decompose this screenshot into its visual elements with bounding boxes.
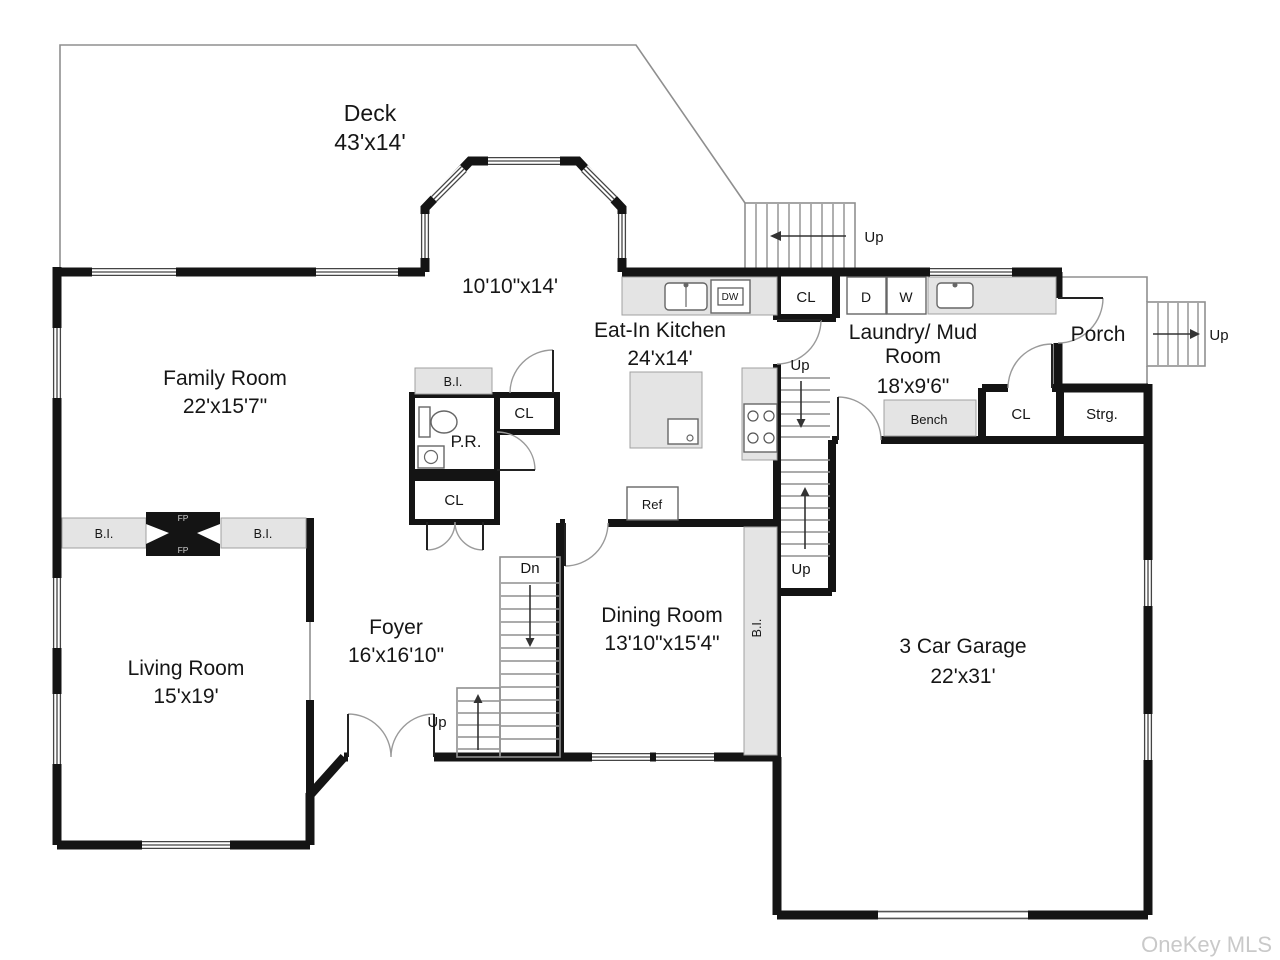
dining-room-dims: 13'10"x15'4" [604,632,719,655]
laundry-dims: 18'x9'6" [877,375,950,398]
laundry-sink [936,282,974,309]
window [420,214,430,258]
deck-dims: 43'x14' [334,129,405,155]
deck-label: Deck [344,100,397,126]
foyer-staircase [456,687,501,758]
window [592,752,650,762]
deck-stairs [744,202,856,270]
labels: Deck 43'x14' 10'10"x14' Eat-In Kitchen 2… [95,100,1272,957]
bench-label: Bench [911,412,948,427]
range [743,403,778,453]
built-in-label-dining: B.I. [750,619,764,638]
walls-interior [306,272,1148,795]
window [930,267,1012,277]
family-room-label: Family Room [163,367,287,390]
bench [883,399,977,437]
kitchen-sink [664,282,708,311]
closet-label-hall: CL [514,405,533,422]
window [617,214,627,258]
garage-door-opening [878,910,1028,920]
living-room-label: Living Room [128,657,245,680]
kitchen-island [629,371,703,449]
up-label-deck: Up [864,229,883,246]
mudroom-steps [781,377,830,438]
porch-outline [1062,276,1148,386]
windows [52,156,1153,920]
up-label-main-stair: Up [791,561,810,578]
built-in-left [61,517,147,549]
kitchen-dims: 24'x14' [627,347,692,370]
washer [886,276,927,315]
laundry-label-line2: Room [885,345,941,368]
window [52,328,62,398]
family-room-dims: 22'x15'7" [183,395,267,418]
kitchen-label: Eat-In Kitchen [594,319,726,342]
garage-label: 3 Car Garage [899,635,1026,658]
dryer [846,276,887,315]
window [142,840,230,850]
up-label-porch: Up [1209,327,1228,344]
window [52,694,62,764]
nook-dims: 10'10"x14' [462,275,558,298]
garage-dims: 22'x31' [930,665,995,688]
laundry-label-line1: Laundry/ Mud [849,321,977,344]
toilet [418,406,458,438]
built-in-label-cabinet: B.I. [444,375,463,389]
window [656,752,714,762]
basement-staircase [499,556,561,758]
down-label-basement-stair: Dn [520,560,539,577]
up-label-foyer-stair: Up [427,714,446,731]
living-room-dims: 15'x19' [153,685,218,708]
dishwasher [710,279,751,314]
main-staircase [781,459,830,557]
deck-outline [59,44,746,268]
washer-label: W [899,289,913,305]
window [430,165,468,203]
fireplace-label-bottom: FP [178,545,189,555]
up-label-mudroom-stair: Up [790,357,809,374]
fridge-label: Ref [642,497,663,512]
door-arcs [347,297,1104,758]
fireplace [146,512,220,556]
refrigerator [626,486,679,521]
powder-sink [417,445,445,469]
dining-room-label: Dining Room [601,604,722,627]
fireplace-label-top: FP [178,513,189,523]
window [52,578,62,648]
watermark: OneKey MLS [1141,932,1272,957]
dishwasher-label: DW [722,292,739,303]
built-in-right [220,517,307,549]
foyer-dims: 16'x16'10" [348,644,444,667]
closet-label-stairhall: CL [796,289,815,306]
window [1143,560,1153,606]
closet-label-foyer: CL [444,492,463,509]
built-in-label-fireplace-right: B.I. [254,527,273,541]
built-in-cabinet [414,367,493,395]
dryer-label: D [861,289,871,305]
porch-label: Porch [1071,323,1126,346]
porch-steps [1146,301,1206,367]
window [580,165,618,203]
window [488,156,560,166]
built-in-label-fireplace-left: B.I. [95,527,114,541]
closet-label-mudroom: CL [1011,406,1030,423]
built-in-dining-strip [743,526,778,756]
powder-room-label: P.R. [451,432,482,451]
window [92,267,176,277]
window [1143,714,1153,760]
foyer-label: Foyer [369,616,423,639]
window [316,267,398,277]
storage-label: Strg. [1086,406,1118,423]
